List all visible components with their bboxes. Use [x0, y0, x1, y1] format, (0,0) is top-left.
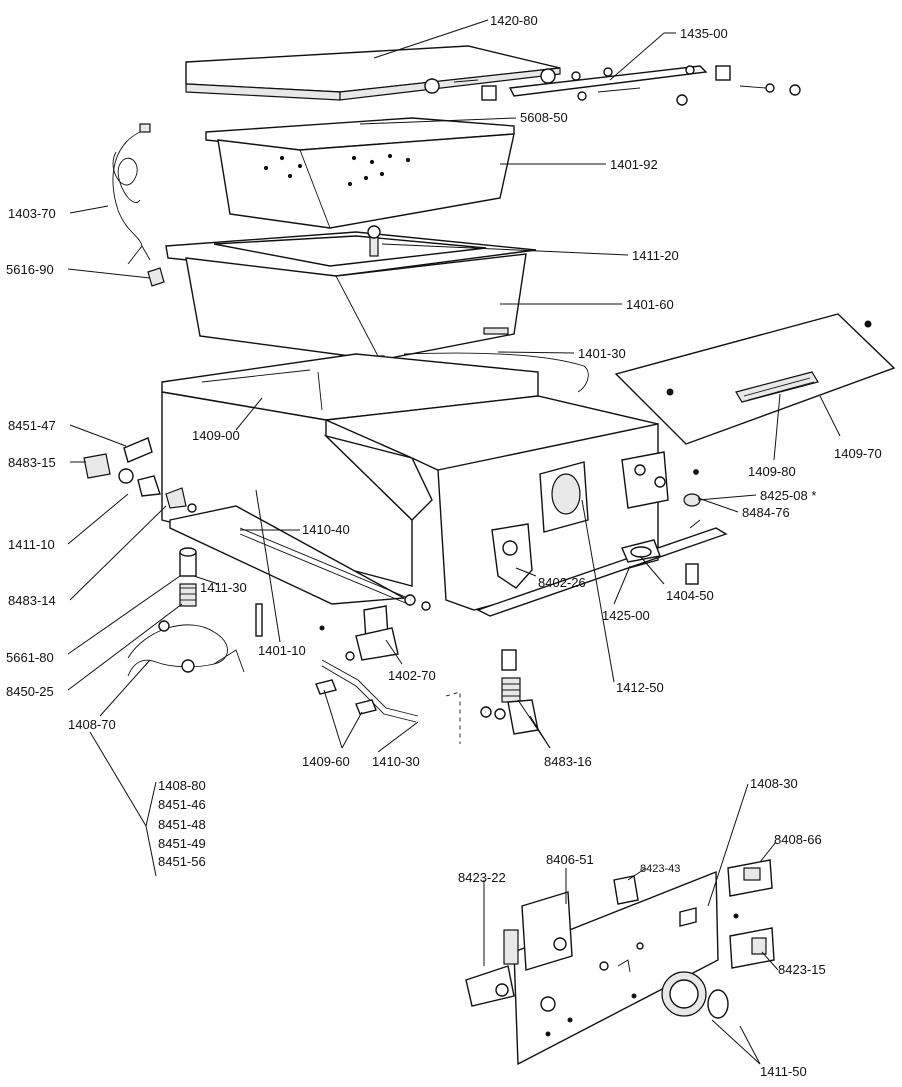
label-1408-30: 1408-30 — [750, 776, 798, 791]
valve-body — [319, 605, 399, 661]
leader-lines — [67, 19, 841, 1065]
label-8451-49: 8451-49 — [158, 836, 206, 851]
label-1403-70: 1403-70 — [8, 206, 56, 221]
label-1425-00: 1425-00 — [602, 608, 650, 623]
linkage — [315, 659, 461, 744]
power-cord — [112, 123, 151, 265]
label-8451-48: 8451-48 — [158, 817, 206, 832]
label-1409-70: 1409-70 — [834, 446, 882, 461]
label-5608-50: 5608-50 — [520, 110, 568, 125]
label-1411-30: 1411-30 — [200, 580, 247, 595]
label-1404-50: 1404-50 — [666, 588, 714, 603]
label-8483-16: 8483-16 — [544, 754, 592, 769]
label-1435-00: 1435-00 — [680, 26, 728, 41]
label-1408-80: 1408-80 — [158, 778, 206, 793]
label-1411-20: 1411-20 — [632, 248, 679, 263]
label-5661-80: 5661-80 — [6, 650, 54, 665]
label-1401-30: 1401-30 — [578, 346, 626, 361]
label-1420-80: 1420-80 — [490, 13, 538, 28]
cover-plate — [185, 45, 561, 101]
label-8408-66: 8408-66 — [774, 832, 822, 847]
base-plate — [169, 505, 728, 617]
control-panel — [465, 859, 775, 1066]
label-1410-30: 1410-30 — [372, 754, 420, 769]
label-8451-46: 8451-46 — [158, 797, 206, 812]
label-8450-25: 8450-25 — [6, 684, 54, 699]
label-5616-90: 5616-90 — [6, 262, 54, 277]
label-1411-10: 1411-10 — [8, 537, 55, 552]
part-labels: 1420-80 1435-00 5608-50 1401-92 1403-70 … — [6, 13, 882, 1079]
strain-relief — [147, 267, 165, 287]
label-1401-60: 1401-60 — [626, 297, 674, 312]
outer-well — [165, 225, 537, 361]
label-1412-50: 1412-50 — [616, 680, 664, 695]
label-8484-76: 8484-76 — [742, 505, 790, 520]
label-1401-10: 1401-10 — [258, 643, 306, 658]
label-8483-15-left: 8483-15 — [8, 455, 56, 470]
label-8423-15-right: 8423-15 — [778, 962, 826, 977]
inner-pan — [205, 117, 515, 229]
label-8406-51: 8406-51 — [546, 852, 594, 867]
label-1401-92: 1401-92 — [610, 157, 658, 172]
side-panel — [614, 313, 896, 445]
label-1411-50: 1411-50 — [760, 1064, 807, 1079]
label-1408-70: 1408-70 — [68, 717, 116, 732]
label-8483-14: 8483-14 — [8, 593, 56, 608]
drain-fittings-left — [83, 437, 197, 513]
label-8451-47: 8451-47 — [8, 418, 56, 433]
spring-valve-left — [179, 547, 263, 637]
label-8425-08: 8425-08 * — [760, 488, 816, 503]
label-1409-80: 1409-80 — [748, 464, 796, 479]
thermostat-assembly — [491, 451, 701, 589]
drain-rod — [239, 527, 431, 611]
wire-harness — [127, 620, 245, 677]
label-8423-43: 8423-43 — [640, 863, 680, 875]
label-1409-00: 1409-00 — [192, 428, 240, 443]
label-1410-40: 1410-40 — [302, 522, 350, 537]
label-8451-56: 8451-56 — [158, 854, 206, 869]
label-8423-22: 8423-22 — [458, 870, 506, 885]
valve-right — [480, 649, 539, 735]
hinge-assembly — [424, 65, 801, 106]
label-8402-26: 8402-26 — [538, 575, 586, 590]
label-1402-70: 1402-70 — [388, 668, 436, 683]
label-1409-60: 1409-60 — [302, 754, 350, 769]
main-cabinet — [161, 353, 659, 611]
